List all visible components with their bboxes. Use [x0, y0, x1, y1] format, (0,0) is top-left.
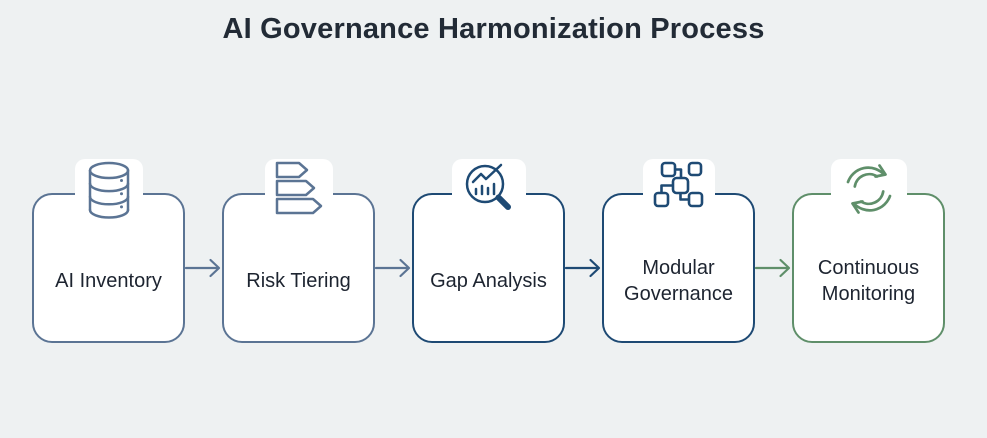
arrow-right-icon	[564, 258, 601, 278]
arrow-right-icon	[184, 258, 221, 278]
flow-arrow-2	[374, 255, 412, 281]
step-icon-holder	[451, 159, 526, 217]
step-icon-holder	[642, 159, 715, 211]
step-label: Modular Governance	[624, 257, 733, 305]
step-gap-analysis: Gap Analysis	[412, 159, 565, 343]
chart-magnifier-icon	[465, 163, 511, 210]
page-title: AI Governance Harmonization Process	[222, 13, 765, 45]
process-flow: AI Inventory Risk Tiering	[32, 159, 945, 343]
step-label: Continuous Monitoring	[817, 257, 920, 305]
arrow-right-icon	[754, 258, 791, 278]
module-network-icon	[653, 161, 703, 208]
step-ai-inventory: AI Inventory	[32, 159, 185, 343]
step-risk-tiering: Risk Tiering	[222, 159, 375, 343]
sync-arrows-icon	[846, 164, 891, 214]
flow-arrow-1	[184, 255, 222, 281]
step-label: Gap Analysis	[430, 270, 547, 292]
step-continuous-monitoring: Continuous Monitoring	[792, 159, 945, 343]
step-label: Risk Tiering	[246, 270, 351, 292]
step-modular-governance: Modular Governance	[602, 159, 755, 343]
step-label: AI Inventory	[55, 270, 162, 292]
database-icon	[88, 161, 129, 219]
step-icon-holder	[264, 159, 333, 217]
tier-tags-icon	[275, 161, 322, 215]
step-icon-holder	[74, 159, 143, 221]
arrow-right-icon	[374, 258, 411, 278]
flow-arrow-3	[564, 255, 602, 281]
step-icon-holder	[830, 159, 907, 219]
flow-arrow-4	[754, 255, 792, 281]
